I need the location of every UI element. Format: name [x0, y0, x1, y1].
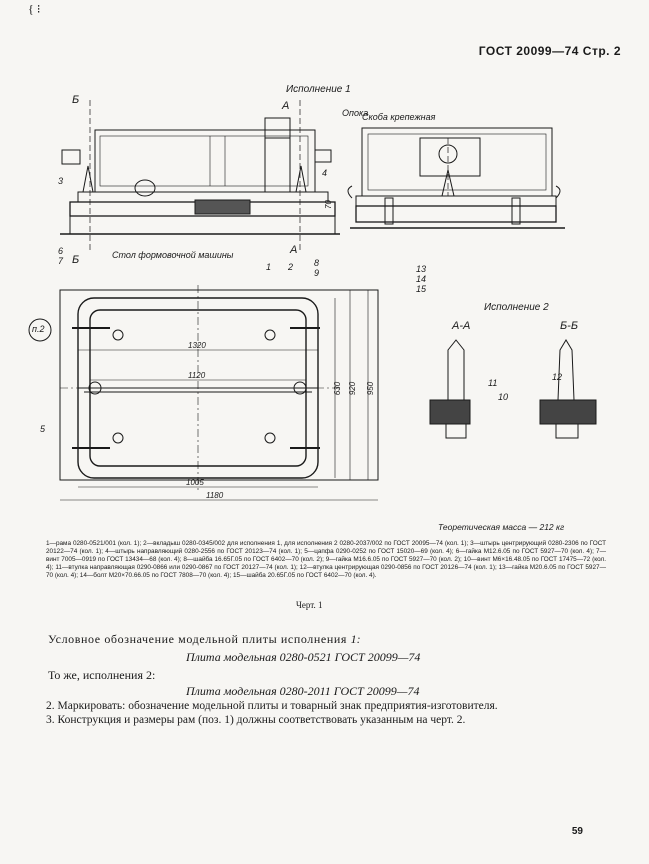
pos-12: 12 [552, 372, 563, 382]
pos-15: 15 [416, 284, 427, 294]
pos-10: 10 [498, 392, 509, 402]
pos-13: 13 [416, 264, 427, 274]
variant2-title: Исполнение 2 [484, 302, 549, 313]
page-number: 59 [571, 826, 583, 837]
pos-14: 14 [416, 274, 427, 284]
section-details [429, 339, 597, 439]
section-b-bottom: Б [72, 254, 80, 266]
plan-view [28, 285, 379, 501]
dim-920: 920 [348, 381, 358, 396]
dim-950: 950 [366, 381, 376, 396]
variant1-title: Исполнение 1 [286, 84, 351, 95]
technical-drawing [28, 100, 597, 501]
parts-legend: 1—рама 0280-0521/001 (кол. 1); 2—вкладыш… [46, 540, 606, 579]
pos-2: 2 [288, 262, 294, 272]
designation-variant2: То же, исполнения 2: [48, 668, 156, 682]
corner-mark: { ⁝ [28, 2, 41, 16]
side-view [347, 127, 565, 229]
pos-9: 9 [314, 268, 320, 278]
pos-3: 3 [58, 176, 64, 186]
dim-630: 630 [333, 381, 343, 396]
section-a-top: А [282, 100, 290, 112]
pos-4: 4 [322, 168, 328, 178]
pos-8: 8 [314, 258, 320, 268]
dim-1180: 1180 [206, 491, 224, 500]
clamp-label: Скоба крепежная [362, 112, 436, 122]
pos-6: 6 [58, 246, 64, 256]
elevation-view [60, 100, 340, 250]
dim-1005: 1005 [186, 478, 204, 487]
plate-designation-2: Плита модельная 0280-2011 ГОСТ 20099—74 [186, 684, 420, 698]
designation-variant1: Условное обозначение модельной плиты исп… [48, 632, 361, 647]
designation-variant1-num: 1: [350, 632, 361, 646]
dim-1320: 1320 [188, 341, 206, 350]
dim-70: 70 [323, 200, 333, 209]
figure-caption: Черт. 1 [296, 600, 323, 610]
frame-design-requirement: 3. Конструкция и размеры рам (поз. 1) до… [46, 714, 466, 726]
table-label: Стол формовочной машины [112, 250, 234, 260]
callout-p2: п.2 [32, 324, 45, 334]
section-bb-label: Б-Б [560, 320, 578, 332]
pos-7: 7 [58, 256, 64, 266]
section-aa-label: А-А [452, 320, 471, 332]
section-b-top: Б [72, 94, 80, 106]
dim-1120: 1120 [188, 371, 206, 380]
designation-variant1-text: Условное обозначение модельной плиты исп… [48, 632, 348, 646]
section-a-bottom: А [290, 244, 298, 256]
plate-designation-1: Плита модельная 0280-0521 ГОСТ 20099—74 [186, 650, 421, 664]
theoretical-mass-note: Теоретическая масса — 212 кг [438, 522, 565, 532]
marking-requirement: 2. Маркировать: обозначение модельной пл… [46, 700, 498, 712]
pos-1: 1 [266, 262, 272, 272]
pos-11: 11 [488, 378, 498, 388]
pos-5: 5 [40, 424, 46, 434]
document-header: ГОСТ 20099—74 Стр. 2 [478, 44, 621, 58]
support-label: Опока [342, 108, 369, 118]
